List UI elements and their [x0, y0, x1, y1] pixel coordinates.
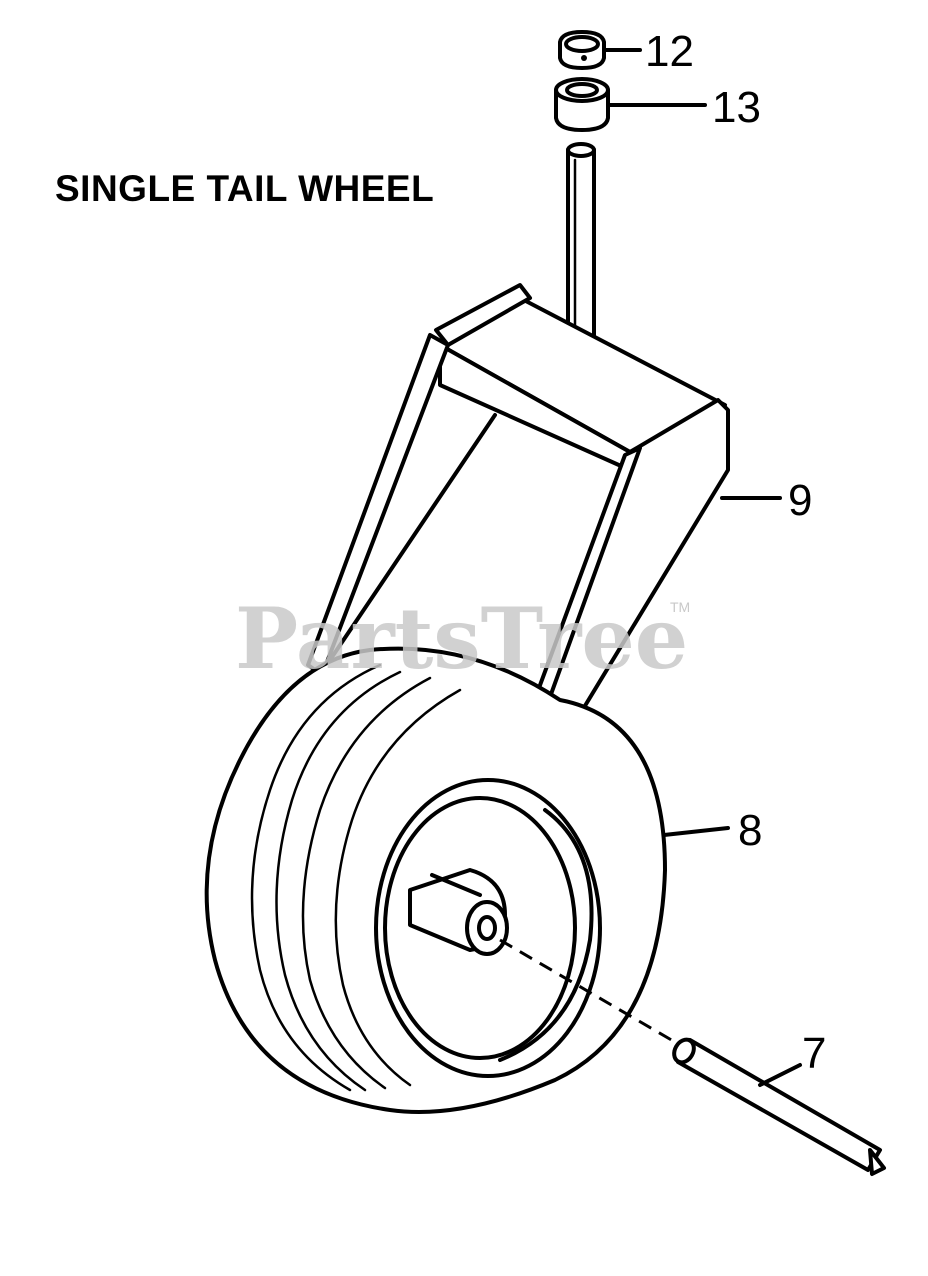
diagram-title: SINGLE TAIL WHEEL: [55, 168, 435, 209]
part-12-nut[interactable]: [558, 30, 606, 70]
axle-centerline: [499, 938, 681, 1047]
watermark-trademark: TM: [670, 599, 690, 615]
part-7-axle[interactable]: [670, 1036, 886, 1176]
part-13-bushing[interactable]: [554, 77, 610, 132]
callout-12: 12: [645, 27, 694, 76]
callout-13: 13: [712, 83, 761, 132]
callout-8: 8: [738, 806, 762, 855]
callout-leaders: [602, 48, 802, 1087]
callout-7: 7: [802, 1029, 826, 1078]
watermark-text: PartsTree: [235, 589, 688, 688]
callout-9: 9: [788, 476, 812, 525]
part-8-tire[interactable]: [204, 646, 667, 1114]
